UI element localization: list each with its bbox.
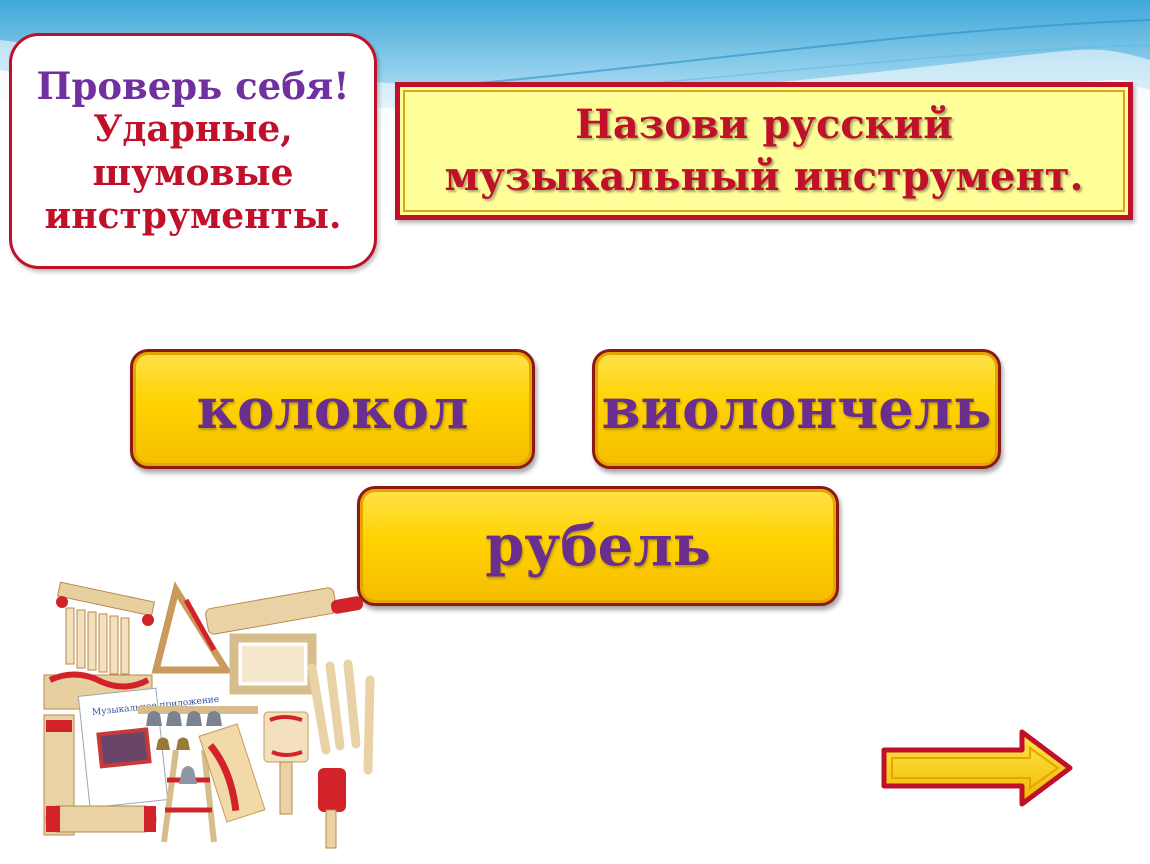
right-arrow-icon <box>881 729 1073 807</box>
category-subtitle: Ударные, шумовые инструменты. <box>44 108 342 237</box>
answer-button-2[interactable]: виолончель <box>592 349 1001 469</box>
answer-label: рубель <box>485 513 711 579</box>
answer-button-1[interactable]: колокол <box>130 349 535 469</box>
answer-label: колокол <box>196 376 469 442</box>
question-banner: Назови русский музыкальный инструмент. <box>395 82 1133 220</box>
instruments-image: Музыкальное приложение <box>43 581 375 849</box>
check-title: Проверь себя! <box>36 64 350 109</box>
question-text: Назови русский музыкальный инструмент. <box>444 101 1084 200</box>
check-yourself-box: Проверь себя! Ударные, шумовые инструмен… <box>9 33 377 269</box>
treshchotka-icon <box>56 581 155 675</box>
next-arrow-button[interactable] <box>880 728 1075 808</box>
answer-label: виолончель <box>601 376 992 442</box>
answer-button-3[interactable]: рубель <box>357 486 839 606</box>
